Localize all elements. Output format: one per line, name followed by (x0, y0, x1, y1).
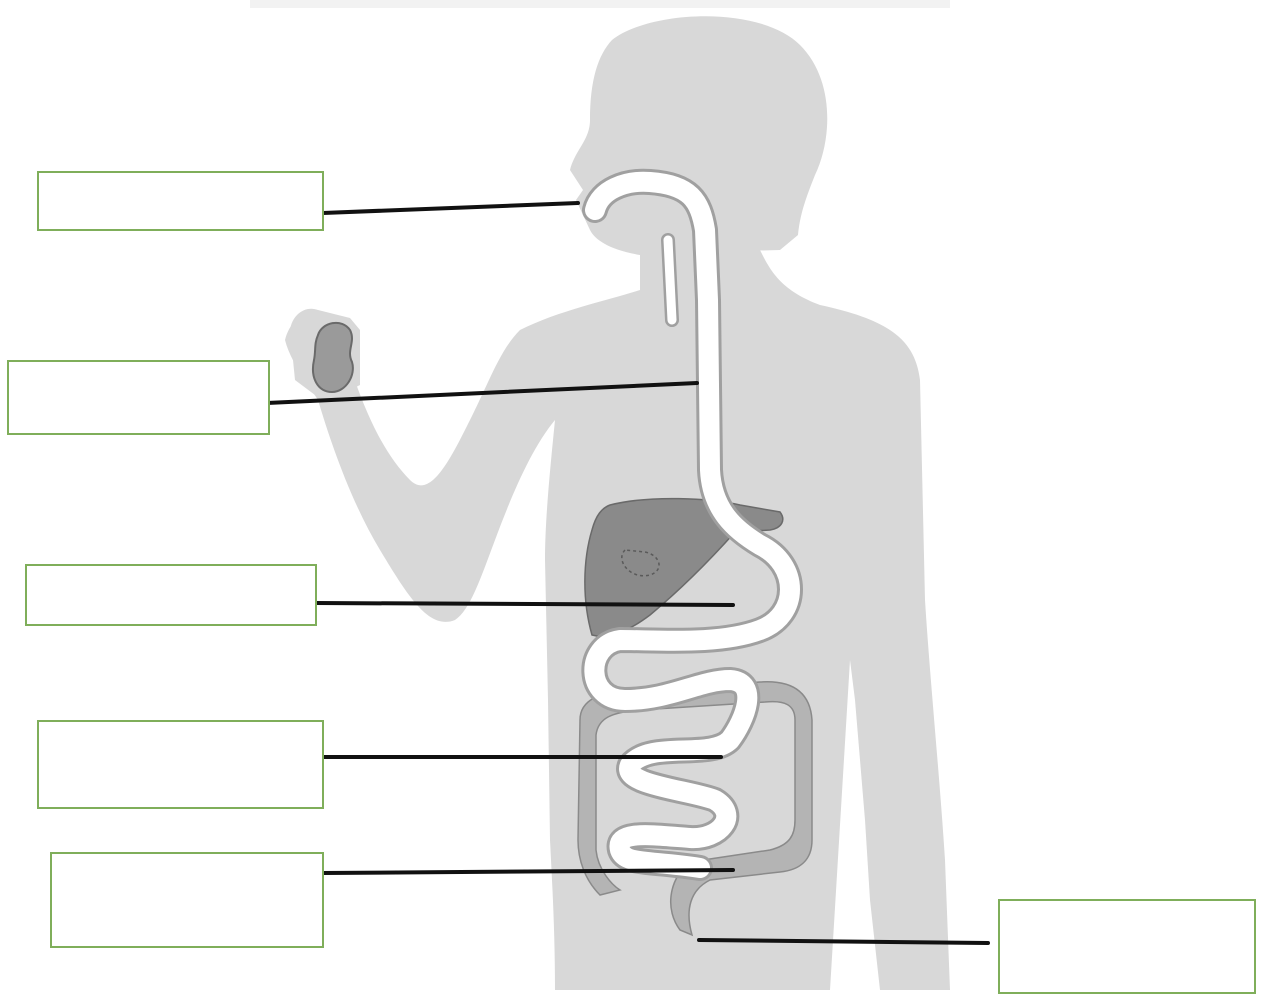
label-text (39, 722, 322, 734)
label-box-large-intestine[interactable] (50, 852, 324, 948)
background-band (250, 0, 950, 8)
label-box-stomach[interactable] (25, 564, 317, 626)
label-box-rectum-anus[interactable] (998, 899, 1256, 994)
label-text (27, 566, 315, 578)
leader-line-mouth (323, 203, 578, 213)
label-box-esophagus[interactable] (7, 360, 270, 435)
label-text (39, 173, 322, 185)
label-text (52, 854, 322, 866)
label-box-small-intestine[interactable] (37, 720, 324, 809)
label-text (9, 362, 268, 374)
leader-line-stomach (316, 603, 733, 605)
label-text (1000, 901, 1254, 913)
label-box-mouth[interactable] (37, 171, 324, 231)
apple-shape (313, 323, 353, 392)
